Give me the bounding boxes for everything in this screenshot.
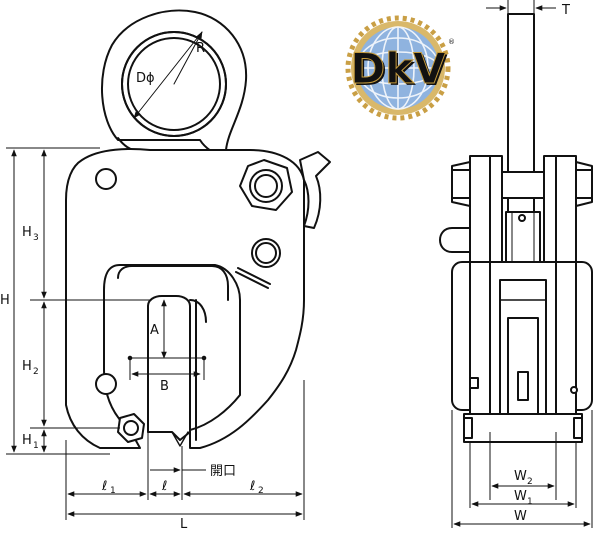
front-view xyxy=(65,9,331,449)
lever-handle xyxy=(299,151,331,229)
side-bottom-bar xyxy=(463,413,583,443)
label-r: R xyxy=(196,41,205,56)
side-crossbar xyxy=(501,171,545,199)
label-l: ℓ xyxy=(161,479,167,494)
front-labels: Dϕ R H H 3 H 2 H 1 A B 開口 ℓ 1 ℓ ℓ 2 L xyxy=(0,41,264,532)
label-b: B xyxy=(160,379,169,394)
hex-bolt-top xyxy=(239,159,293,211)
side-lever-knob xyxy=(439,227,471,253)
side-view xyxy=(439,13,593,443)
label-a: A xyxy=(150,323,159,338)
pivot-pin-bottom xyxy=(95,373,117,395)
label-w2-sub: 2 xyxy=(527,477,533,487)
label-l1-sub: 1 xyxy=(110,486,116,496)
side-plate-right-upper xyxy=(555,155,577,277)
cam-outline xyxy=(189,299,207,441)
label-l1: ℓ xyxy=(101,479,107,494)
label-h3-sub: 3 xyxy=(33,233,39,243)
label-h: H xyxy=(0,293,10,308)
front-dimensions xyxy=(6,147,305,520)
side-plate-left-upper xyxy=(469,155,491,277)
side-jaw-slot xyxy=(517,371,529,401)
label-t: T xyxy=(561,3,570,18)
side-plate-right-inner xyxy=(543,155,557,277)
label-w2: W xyxy=(514,469,527,484)
logo-gear-teeth xyxy=(345,15,451,121)
label-opening: 開口 xyxy=(210,464,236,479)
label-w: W xyxy=(514,509,527,524)
hex-nut-bottom xyxy=(117,413,145,443)
radius-arrow xyxy=(173,31,203,85)
label-h2: H xyxy=(22,359,32,374)
label-L: L xyxy=(180,517,188,532)
label-h2-sub: 2 xyxy=(33,367,39,377)
logo-registered-mark: ® xyxy=(448,38,455,46)
label-h1: H xyxy=(22,433,32,448)
jaw-tip xyxy=(171,431,189,447)
jaw-inner-outline xyxy=(117,265,229,301)
clamp-body xyxy=(65,148,305,449)
label-w1-sub: 1 xyxy=(527,497,533,507)
label-w1: W xyxy=(514,489,527,504)
logo-text: DkV xyxy=(350,44,446,93)
logo-text-shadow: DkV xyxy=(352,46,448,95)
dkv-logo: DkV DkV ® xyxy=(345,15,455,121)
side-dimensions xyxy=(451,0,593,528)
side-plate-left-inner xyxy=(489,155,503,277)
jaw-slot xyxy=(147,295,191,441)
pivot-pin-top xyxy=(95,168,117,190)
logo-globe-grid xyxy=(356,26,440,110)
label-h1-sub: 1 xyxy=(33,441,39,451)
eye-diameter-line xyxy=(133,31,203,119)
indicator-slot xyxy=(235,267,271,289)
label-l2: ℓ xyxy=(249,479,255,494)
label-l2-sub: 2 xyxy=(258,486,264,496)
label-h3: H xyxy=(22,225,32,240)
side-labels: T W 2 W 1 W xyxy=(514,3,570,524)
label-dphi: Dϕ xyxy=(136,71,155,86)
